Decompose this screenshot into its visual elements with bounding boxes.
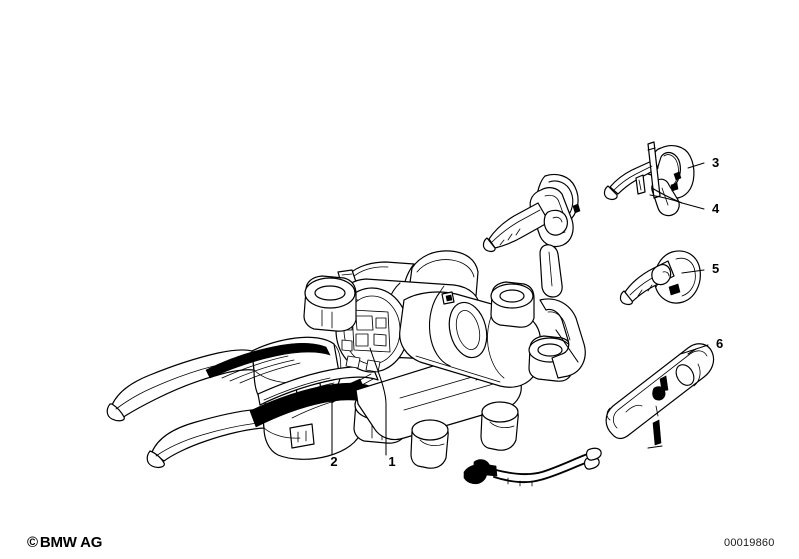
callout-number-6: 6 [716,336,723,351]
callout-leader-lines [331,162,709,456]
callout-number-2: 2 [330,454,337,469]
key-oval-head [619,250,701,306]
copyright-symbol: © [27,534,38,551]
key-blade [603,141,661,201]
key-with-ring [482,173,581,298]
copyright-owner: BMW AG [39,534,103,551]
callout-numbers: 1 2 3 4 5 6 [330,155,723,469]
copyright-notice: ©BMW AG [27,534,102,551]
wire-harness [463,447,602,487]
callout-number-5: 5 [712,261,719,276]
callout-number-1: 1 [388,454,395,469]
callout-number-4: 4 [712,201,720,216]
gasket-seal [605,343,715,449]
diagram-part-number: 00019860 [724,537,775,549]
shear-bolt [324,373,374,404]
lock-cylinder-body [303,250,586,469]
callout-number-3: 3 [712,155,719,170]
